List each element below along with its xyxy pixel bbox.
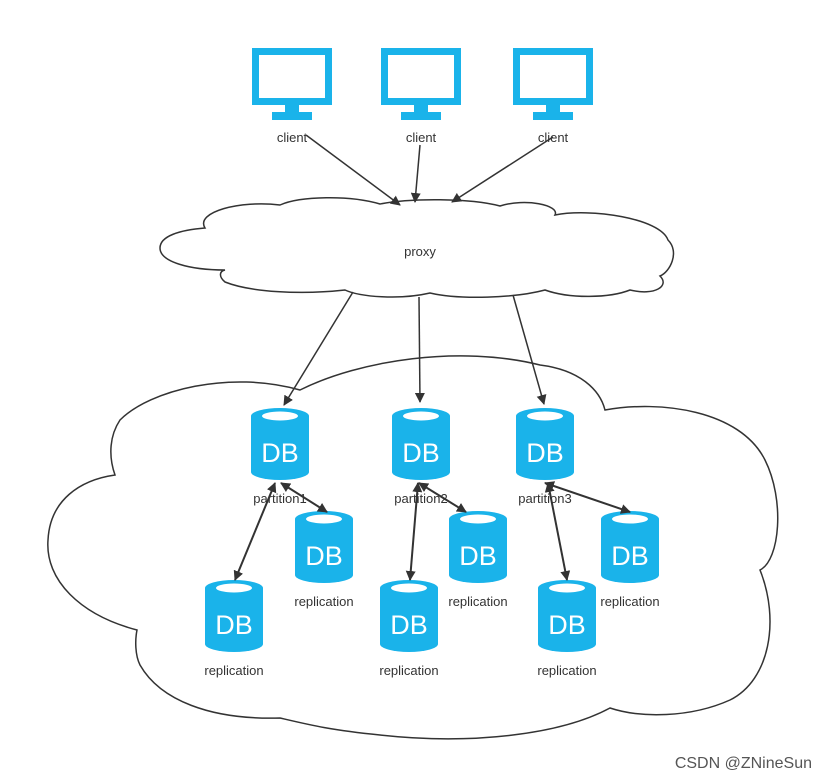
db-text: DB bbox=[611, 541, 649, 571]
replication-label: replication bbox=[204, 663, 263, 678]
db-text: DB bbox=[215, 610, 253, 640]
replication-label: replication bbox=[379, 663, 438, 678]
db-text: DB bbox=[305, 541, 343, 571]
partition-db-icon: DB bbox=[251, 408, 309, 480]
replication-label: replication bbox=[294, 594, 353, 609]
client-to-proxy-arrow bbox=[410, 144, 421, 203]
partition-db-icon: DB bbox=[392, 408, 450, 480]
partition-label: partition2 bbox=[394, 491, 447, 506]
db-text: DB bbox=[402, 438, 440, 468]
replication-link-arrow bbox=[544, 482, 571, 581]
replication-db-icon: DB bbox=[601, 511, 659, 583]
client-monitor-icon bbox=[381, 48, 461, 120]
replication-db-icon: DB bbox=[449, 511, 507, 583]
proxy-cloud bbox=[159, 196, 675, 298]
replication-db-icon: DB bbox=[538, 580, 596, 652]
partition-db-icon: DB bbox=[516, 408, 574, 480]
client-label: client bbox=[406, 130, 437, 145]
db-text: DB bbox=[390, 610, 428, 640]
db-text: DB bbox=[548, 610, 586, 640]
replication-db-icon: DB bbox=[380, 580, 438, 652]
replication-link-arrow bbox=[405, 482, 423, 581]
replication-label: replication bbox=[600, 594, 659, 609]
db-text: DB bbox=[459, 541, 497, 571]
replication-link-arrow bbox=[280, 482, 328, 513]
replication-db-icon: DB bbox=[295, 511, 353, 583]
client-monitor-icon bbox=[513, 48, 593, 120]
replication-link-arrow bbox=[418, 482, 467, 513]
replication-db-icon: DB bbox=[205, 580, 263, 652]
replication-label: replication bbox=[448, 594, 507, 609]
client-label: client bbox=[277, 130, 308, 145]
client-to-proxy-arrow bbox=[305, 134, 401, 206]
proxy-label: proxy bbox=[404, 244, 436, 259]
partition-label: partition1 bbox=[253, 491, 306, 506]
replication-label: replication bbox=[537, 663, 596, 678]
replication-link-arrow bbox=[233, 482, 277, 581]
db-text: DB bbox=[261, 438, 299, 468]
proxy-to-partition-arrow bbox=[414, 296, 425, 403]
proxy-to-partition-arrow bbox=[512, 294, 547, 405]
client-to-proxy-arrow bbox=[451, 136, 554, 203]
client-monitor-icon bbox=[252, 48, 332, 120]
proxy-to-partition-arrow bbox=[283, 291, 354, 406]
db-text: DB bbox=[526, 438, 564, 468]
watermark: CSDN @ZNineSun bbox=[675, 755, 812, 772]
partition-label: partition3 bbox=[518, 491, 571, 506]
